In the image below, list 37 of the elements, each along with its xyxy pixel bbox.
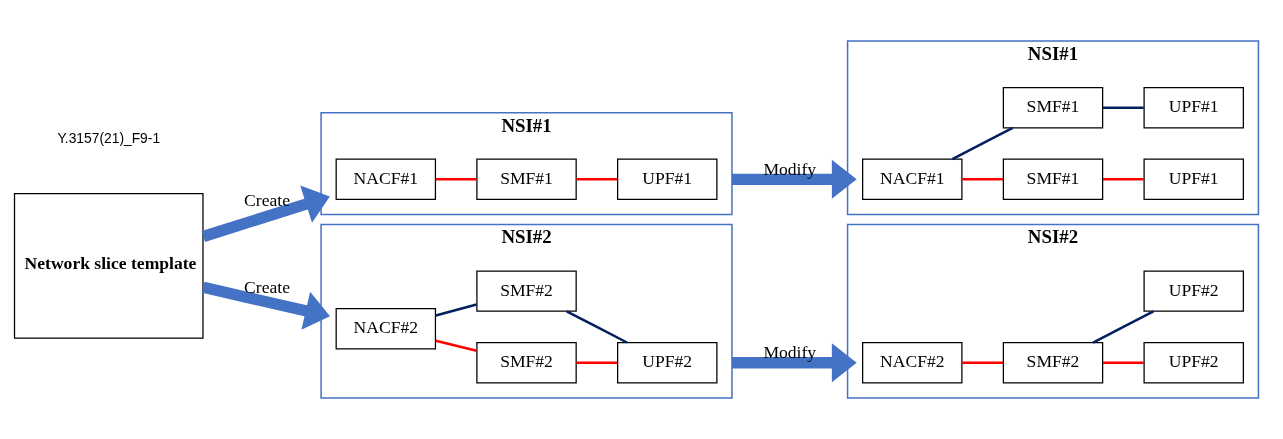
node-box: SMF#2 [1002,342,1104,384]
node-box: NACF#2 [335,308,437,350]
connector [962,361,1003,364]
node-box: UPF#1 [617,158,718,201]
connector [1103,178,1144,181]
node-box: NACF#2 [862,342,963,384]
node-box: UPF#1 [1143,86,1244,129]
connector [566,310,628,344]
label: Y.3157(21)_F9-1 [57,129,161,146]
node-box: SMF#1 [1002,158,1104,201]
connector [435,339,477,352]
connector [1103,361,1144,364]
connector [576,178,618,181]
node-box: UPF#2 [1143,342,1244,384]
node-box: UPF#2 [617,342,718,384]
node-box: SMF#1 [1002,86,1104,129]
connector [435,303,477,317]
connector [1092,310,1154,344]
connector [1103,106,1144,109]
connector [435,178,477,181]
node-box: SMF#2 [476,342,577,384]
node-box: NACF#1 [862,158,963,201]
node-box: UPF#2 [1143,270,1244,312]
arrow [202,281,330,330]
edge-label: Create [244,276,290,297]
connector [576,361,618,364]
node-box: SMF#2 [476,270,577,312]
edge-label: Modify [763,158,817,179]
connector [962,178,1003,181]
arrow [201,185,330,242]
node-box: UPF#1 [1143,158,1244,201]
node-box: Network slice template [13,193,204,339]
edge-label: Create [244,189,290,210]
node-box: NACF#1 [335,158,437,201]
node-box: SMF#1 [476,158,577,201]
connector [951,126,1014,161]
arrow [731,159,857,199]
